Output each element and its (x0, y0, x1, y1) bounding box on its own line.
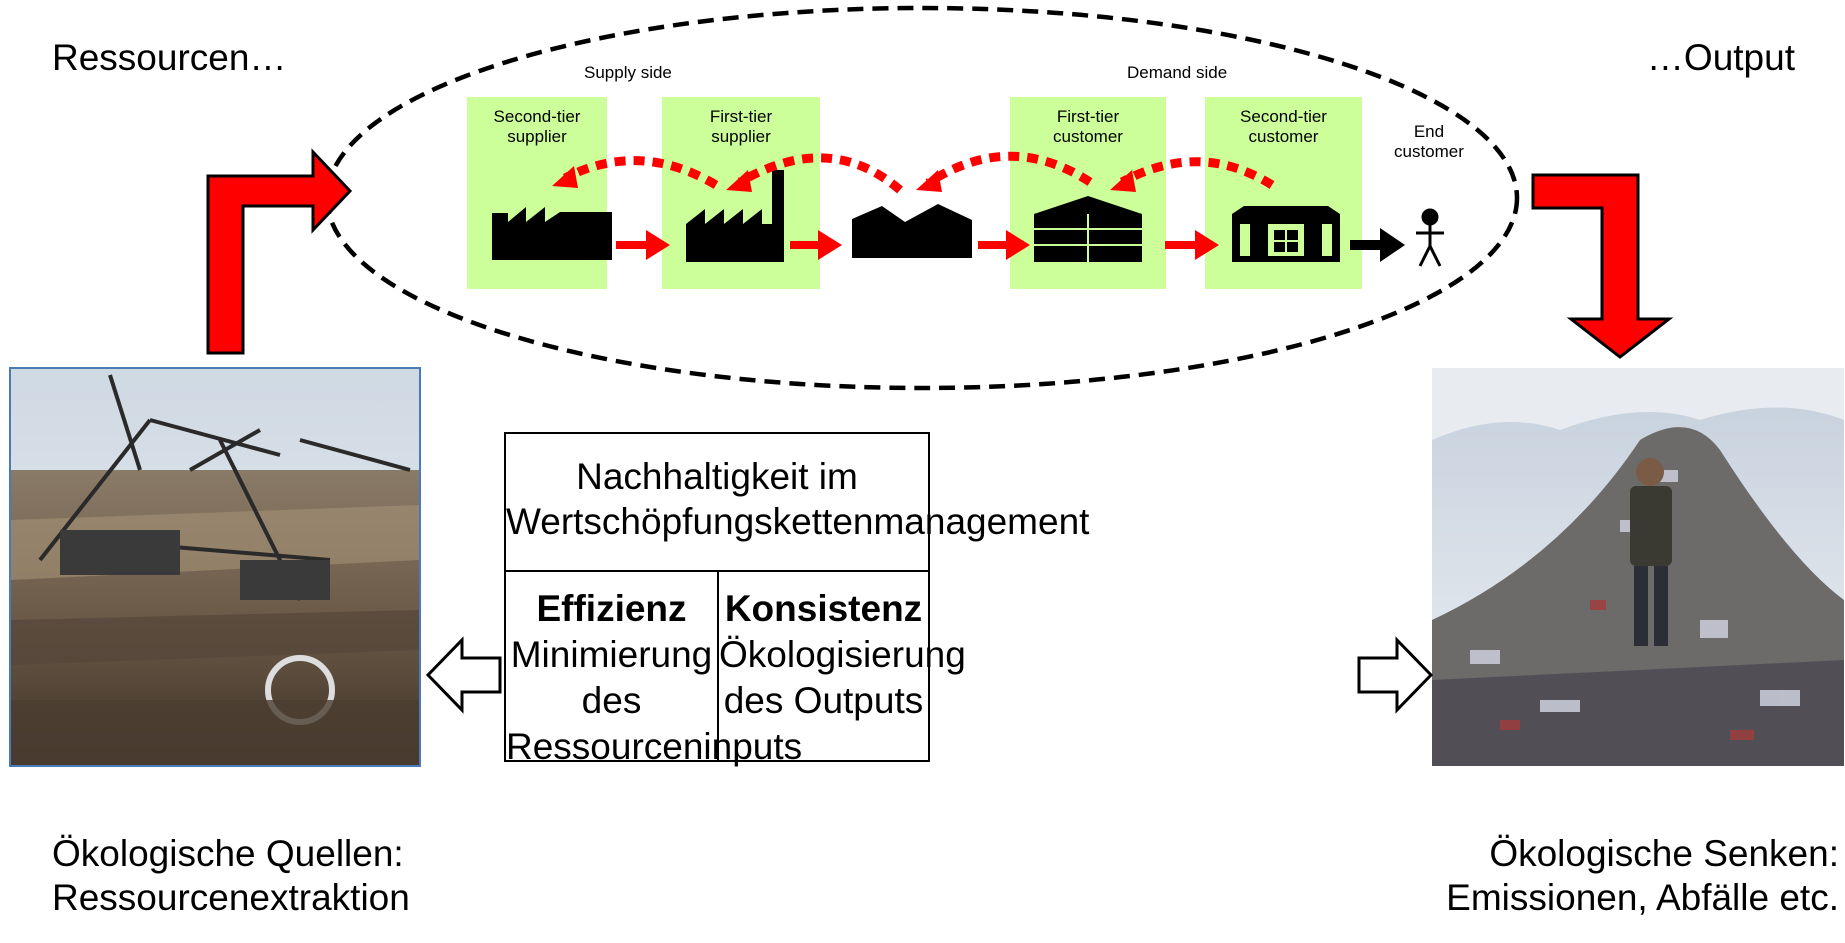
tier-label: First-tier (709, 107, 773, 126)
efficiency-text: Ressourceninputs (506, 725, 803, 767)
material-flow-arrows (616, 230, 1219, 260)
factory-icon (492, 207, 612, 260)
person-figure (1630, 458, 1672, 646)
landfill-photo (1432, 368, 1844, 766)
information-flow-arrowheads (552, 166, 1136, 192)
tier-label: End (1413, 122, 1445, 141)
output-header: …Output (1646, 37, 1795, 78)
consistency-text: des Outputs (723, 679, 924, 721)
table-title: Nachhaltigkeit im Wertschöpfungskettenma… (506, 434, 1090, 572)
sustainability-table: Nachhaltigkeit im Wertschöpfungskettenma… (504, 432, 1090, 767)
ecological-sinks-caption: Ökologische Senken: Emissionen, Abfälle … (1446, 832, 1839, 921)
efficiency-text: Minimierung des (510, 633, 713, 721)
tier-label: Second-tier (1240, 107, 1327, 126)
mine-photo (9, 367, 421, 767)
efficiency-heading: Effizienz (536, 588, 687, 629)
table-title-line: Nachhaltigkeit im (576, 456, 858, 497)
consistency-text: Ökologisierung (719, 633, 966, 675)
tier-label: Second-tier (493, 107, 581, 126)
information-flow-arcs (562, 151, 1275, 194)
end-customer-arrow (1350, 228, 1405, 262)
tier-label: customer (1248, 126, 1319, 146)
supply-side-label: Supply side (584, 63, 672, 82)
demand-side-label: Demand side (1127, 63, 1228, 82)
tier-label: supplier (507, 126, 567, 146)
consistency-heading: Konsistenz (724, 588, 923, 629)
ecological-sources-caption: Ökologische Quellen: Ressourcenextraktio… (52, 832, 410, 921)
tier-label: supplier (711, 126, 771, 146)
output-arrow (1531, 173, 1674, 359)
caption-line: Ökologische Quellen: (52, 833, 404, 874)
distribution-center-icon (1034, 196, 1142, 262)
supply-chain-ellipse (324, 5, 1520, 391)
tier-label: First-tier (1056, 107, 1120, 126)
resources-header: Ressourcen… (52, 37, 287, 78)
efficiency-arrow-left (425, 636, 502, 714)
consistency-arrow-right (1357, 636, 1434, 714)
tier-label: customer (1394, 141, 1464, 161)
caption-line: Ressourcenextraktion (52, 877, 410, 919)
factory-chimney-icon (686, 170, 784, 262)
end-customer-label: End customer (1394, 122, 1464, 161)
end-customer-icon (1416, 208, 1444, 267)
store-icon (1232, 206, 1340, 262)
table-title-line: Wertschöpfungskettenmanagement (506, 501, 1090, 543)
efficiency-cell: Effizienz Minimierung des Ressourceninpu… (506, 572, 802, 767)
caption-line: Emissionen, Abfälle etc. (1446, 877, 1839, 919)
warehouse-icon (852, 204, 972, 258)
consistency-cell: Konsistenz Ökologisierung des Outputs (719, 572, 966, 760)
caption-line: Ökologische Senken: (1489, 833, 1839, 874)
tier-label: customer (1053, 126, 1123, 146)
resource-input-arrow (206, 148, 353, 355)
